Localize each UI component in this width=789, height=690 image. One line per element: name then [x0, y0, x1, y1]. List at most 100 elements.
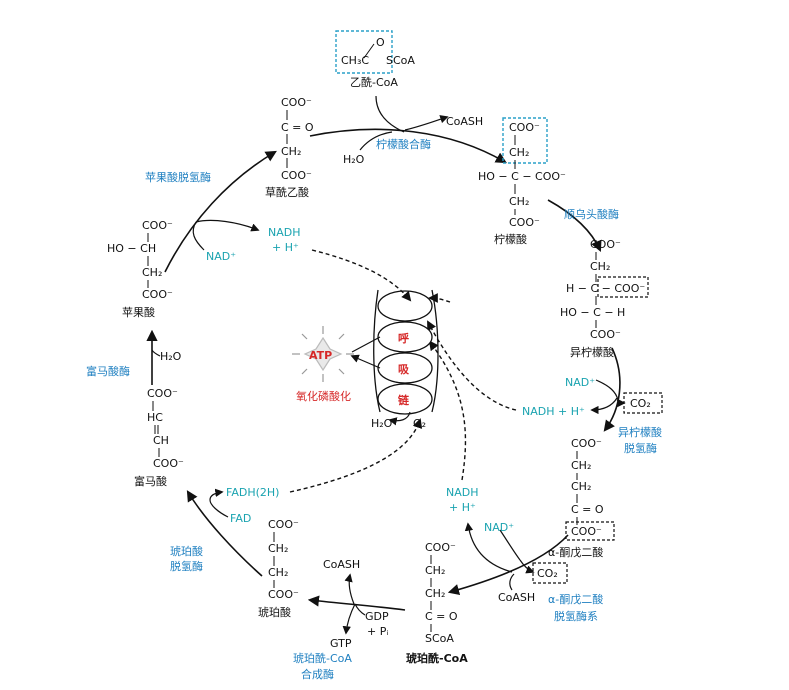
- chain-right-line: [431, 289, 439, 413]
- alpha-ketoglutarate: COO⁻ CH₂ CH₂ C = O COO⁻ α-酮戊二酸: [548, 437, 615, 559]
- malate-line-3: CH₂: [142, 266, 162, 279]
- isocitrate-name: 异柠檬酸: [570, 345, 614, 359]
- akg-line-5: COO⁻: [571, 525, 602, 538]
- cofactor-gtp: GTP: [330, 637, 352, 650]
- isocitrate-line-4: HO − C − H: [560, 306, 625, 319]
- enzymes: 柠檬酸合酶 顺乌头酸酶 异柠檬酸 脱氢酶 α-酮戊二酸 脱氢酶系 琥珀酰-CoA…: [86, 137, 662, 681]
- chain-o2-label: O₂: [413, 417, 426, 430]
- cofactor-nadh-2-line2: + H⁺: [449, 501, 476, 514]
- enzyme-succinyl-coa-synthetase-2: 合成酶: [301, 667, 334, 681]
- akg-dashed-box: [565, 521, 615, 541]
- fumarate: COO⁻ HC CH COO⁻ 富马酸: [134, 387, 184, 488]
- cycle-arrows: [146, 128, 621, 611]
- chain-bead-4: [377, 383, 433, 415]
- succoa-name: 琥珀酰-CoA: [406, 651, 468, 665]
- enzyme-malate-dh: 苹果酸脱氢酶: [145, 170, 211, 184]
- enzyme-isocitrate-dh-2: 脱氢酶: [624, 441, 657, 455]
- citrate-dashed-box: [502, 117, 548, 164]
- arrow-nad-in-1: [595, 379, 619, 401]
- cofactor-co2-2: CO₂: [537, 567, 558, 580]
- chain-h2o-label: H₂O: [371, 417, 393, 430]
- isocitrate-line-3: H − C − COO⁻: [566, 282, 645, 295]
- succinate-line-4: COO⁻: [268, 588, 299, 601]
- enzyme-akg-dh-2: 脱氢酶系: [554, 609, 598, 623]
- oaa-line-4: COO⁻: [281, 169, 312, 182]
- dashed-fadh-to-chain: [289, 418, 423, 493]
- arrow-succinylcoa-to-succinate: [307, 595, 406, 611]
- arrow-h2o-in-1: [359, 131, 393, 151]
- arrow-nad-in-2: [499, 529, 521, 561]
- isocitrate-line-1: COO⁻: [590, 238, 621, 251]
- cofactor-coash-3: CoASH: [323, 558, 360, 571]
- akg-name: α-酮戊二酸: [548, 545, 603, 559]
- cofactor-fad: FAD: [230, 512, 251, 525]
- respiratory-chain: 呼 吸 链 ATP 氧化磷酸化 H₂O O₂: [292, 289, 439, 430]
- citrate-line-1: COO⁻: [509, 121, 540, 134]
- isocitrate: COO⁻ CH₂ H − C − COO⁻ HO − C − H COO⁻ 异柠…: [560, 238, 649, 359]
- cofactor-co2-1: CO₂: [630, 397, 651, 410]
- co2-box-1: [623, 392, 663, 414]
- arrow-coash-out-1: [404, 115, 449, 131]
- arrow-fad-in: [209, 499, 229, 518]
- succinyl-coa: COO⁻ CH₂ CH₂ C = O SCoA 琥珀酰-CoA: [406, 541, 468, 665]
- enzyme-succinate-dh-2: 脱氢酶: [170, 559, 203, 573]
- akg-line-2: CH₂: [571, 459, 591, 472]
- oxphos-label: 氧化磷酸化: [296, 389, 351, 403]
- oaa-line-2: C = O: [281, 121, 314, 134]
- akg-line-3: CH₂: [571, 480, 591, 493]
- cofactor-fadh: FADH(2H): [226, 486, 279, 499]
- citrate-line-2: CH₂: [509, 146, 529, 159]
- arrow-malate-to-oaa: [164, 150, 277, 273]
- malate-line-1: COO⁻: [142, 219, 173, 232]
- chain-char-3: 链: [398, 393, 410, 407]
- acetyl-coa-formula-left: CH₃C: [341, 54, 369, 67]
- arrow-nadh-out-1: [590, 397, 618, 415]
- succoa-line-5: SCoA: [425, 632, 454, 645]
- cofactor-nad-2: NAD⁺: [484, 521, 514, 534]
- cofactor-h2o-2: H₂O: [160, 350, 182, 363]
- arrow-acetylcoa-in: [375, 95, 405, 133]
- succinate-line-1: COO⁻: [268, 518, 299, 531]
- enzyme-succinate-dh-1: 琥珀酸: [170, 544, 203, 558]
- malate-line-2: HO − CH: [107, 242, 156, 255]
- oxaloacetate: COO⁻ C = O CH₂ COO⁻ 草酰乙酸: [265, 96, 314, 199]
- arrow-succinate-to-fumarate: [186, 490, 263, 577]
- cofactor-nad-1: NAD⁺: [565, 376, 595, 389]
- succinate-line-3: CH₂: [268, 566, 288, 579]
- chain-char-2: 吸: [398, 363, 410, 376]
- arrow-fadh-out: [209, 488, 224, 501]
- acetyl-coa: O CH₃C SCoA 乙酰-CoA: [335, 30, 415, 89]
- arrow-gtp-out: [342, 603, 356, 635]
- malate-name: 苹果酸: [122, 305, 155, 319]
- arrow-nadh-out-3: [195, 219, 260, 232]
- enzyme-akg-dh-1: α-酮戊二酸: [548, 592, 603, 606]
- cofactor-nad-3: NAD⁺: [206, 250, 236, 263]
- cofactors: CoASH H₂O NAD⁺ NADH + H⁺ CO₂ NAD⁺ CoASH …: [160, 115, 663, 650]
- cofactor-nadh-2-line1: NADH: [446, 486, 479, 499]
- fumarate-line-4: COO⁻: [153, 457, 184, 470]
- cofactor-nadh-3-line2: + H⁺: [272, 241, 299, 254]
- arrow-citrate-to-isocitrate: [547, 199, 602, 253]
- acetyl-coa-o: O: [376, 36, 385, 49]
- citrate: COO⁻ CH₂ HO − C − COO⁻ CH₂ COO⁻ 柠檬酸: [478, 117, 566, 246]
- enzyme-isocitrate-dh-1: 异柠檬酸: [618, 425, 662, 439]
- citrate-line-4: CH₂: [509, 195, 529, 208]
- chain-bead-3: [377, 352, 433, 384]
- enzyme-aconitase: 顺乌头酸酶: [564, 207, 619, 221]
- enzyme-fumarase: 富马酸酶: [86, 364, 130, 378]
- malate-line-4: COO⁻: [142, 288, 173, 301]
- succoa-line-1: COO⁻: [425, 541, 456, 554]
- acetyl-coa-name: 乙酰-CoA: [350, 75, 398, 89]
- malate: COO⁻ HO − CH CH₂ COO⁻ 苹果酸: [107, 219, 173, 319]
- enzyme-citrate-synthase: 柠檬酸合酶: [376, 137, 431, 151]
- arrow-co2-out-2: [519, 559, 535, 574]
- acetyl-coa-formula-right: SCoA: [386, 54, 415, 67]
- oaa-line-1: COO⁻: [281, 96, 312, 109]
- arrow-oaa-to-citrate: [309, 128, 507, 164]
- enzyme-succinyl-coa-synthetase-1: 琥珀酰-CoA: [293, 651, 352, 665]
- citrate-line-5: COO⁻: [509, 216, 540, 229]
- atp-label: ATP: [309, 349, 332, 362]
- succoa-line-3: CH₂: [425, 587, 445, 600]
- succoa-line-2: CH₂: [425, 564, 445, 577]
